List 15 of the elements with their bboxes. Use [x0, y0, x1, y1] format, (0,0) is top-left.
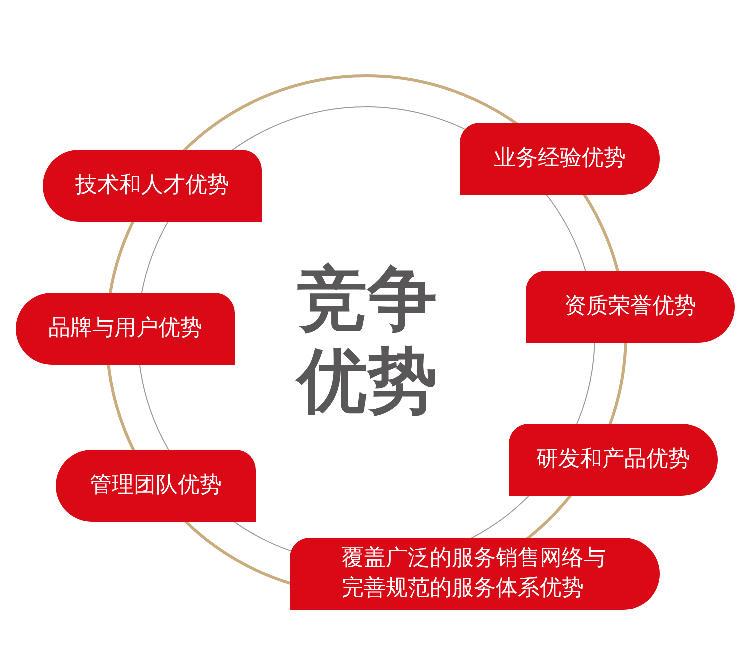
label-tab [16, 293, 235, 365]
advantage-label: 研发和产品优势 [536, 446, 690, 474]
label-tab [56, 450, 256, 522]
advantage-label: 业务经验优势 [494, 145, 626, 173]
advantage-label: 技术和人才优势 [76, 172, 230, 200]
label-tab [526, 271, 735, 343]
label-tab [460, 123, 660, 195]
label-tab [509, 424, 718, 496]
label-tab [290, 538, 660, 610]
center-title: 竞争优势 [294, 258, 438, 422]
advantage-label: 资质荣誉优势 [564, 293, 696, 321]
label-tab [43, 150, 262, 222]
advantage-label: 品牌与用户优势 [48, 315, 202, 343]
advantage-label: 管理团队优势 [90, 472, 222, 500]
advantage-label: 覆盖广泛的服务销售网络与完善规范的服务体系优势 [342, 545, 607, 603]
